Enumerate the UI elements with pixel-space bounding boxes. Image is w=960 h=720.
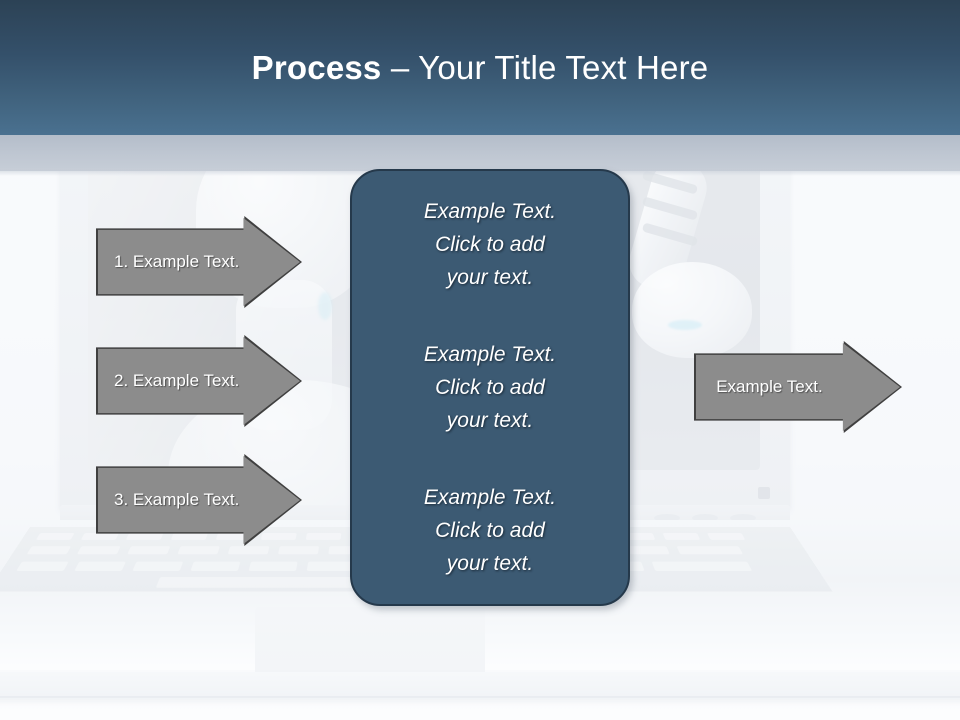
left-arrow-2-label: 2. Example Text. bbox=[114, 371, 240, 390]
page-title: Process – Your Title Text Here bbox=[0, 48, 960, 88]
title-bar: Process – Your Title Text Here bbox=[0, 0, 960, 135]
panel-text-block-3[interactable]: Example Text. Click to add your text. bbox=[423, 486, 557, 575]
center-content-panel[interactable]: Example Text. Click to add your text. Ex… bbox=[350, 169, 630, 606]
left-arrow-1-label: 1. Example Text. bbox=[114, 252, 240, 271]
panel-text-block-2[interactable]: Example Text. Click to add your text. bbox=[423, 343, 557, 432]
panel-text-block-1[interactable]: Example Text. Click to add your text. bbox=[423, 200, 557, 289]
left-arrow-3-label: 3. Example Text. bbox=[114, 490, 240, 509]
title-underline-band bbox=[0, 135, 960, 171]
page-title-rest: – Your Title Text Here bbox=[390, 49, 709, 86]
page-title-strong: Process bbox=[251, 49, 391, 86]
right-arrow-label: Example Text. bbox=[716, 377, 823, 396]
